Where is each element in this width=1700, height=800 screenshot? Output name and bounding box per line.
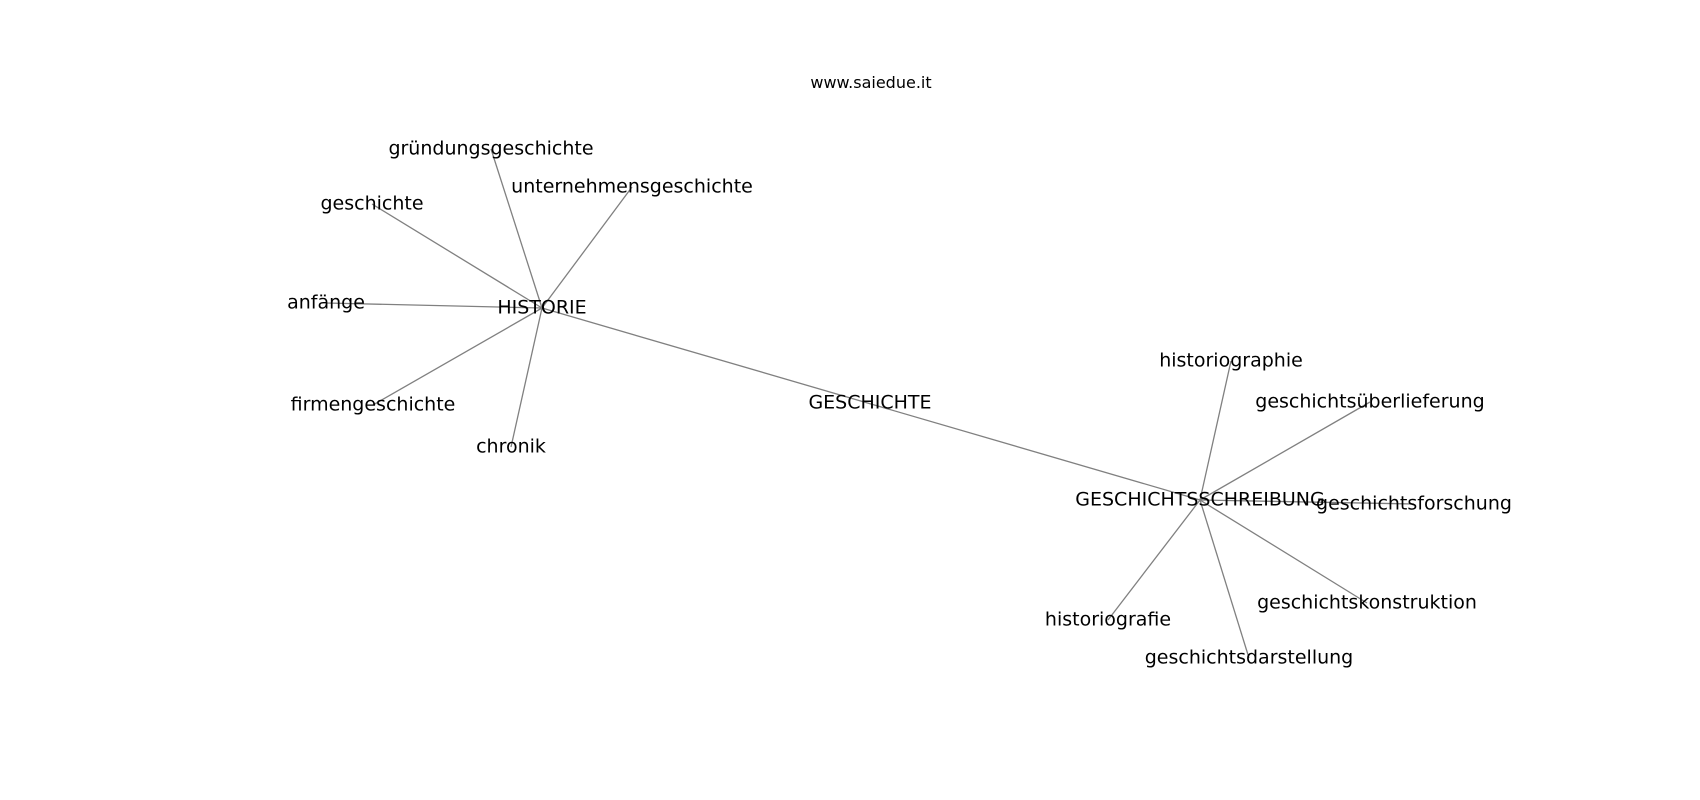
edge-historie-gruendungsgeschichte [490,148,543,309]
node-label-geschichte_center: GESCHICHTE [808,392,931,414]
node-label-unternehmensgeschichte: unternehmensgeschichte [511,176,753,198]
edge-geschichtsschreibung-geschichtskonstruktion [1199,499,1368,604]
node-label-geschichte: geschichte [320,193,423,215]
node-label-gruendungsgeschichte: gründungsgeschichte [388,138,593,160]
edges-layer [325,148,1415,659]
watermark-text: www.saiedue.it [810,73,931,92]
edge-historie-firmengeschichte [372,307,543,406]
edge-geschichtsschreibung-historiografie [1107,499,1201,621]
node-label-chronik: chronik [476,436,546,458]
node-label-historiographie: historiographie [1159,350,1303,372]
edge-geschichtsschreibung-geschichtsdarstellung [1199,499,1250,659]
edge-geschichtsschreibung-geschichtsueberlieferung [1199,401,1371,501]
labels-layer: GESCHICHTE HISTORIE GESCHICHTSSCHREIBUNG gr… [287,138,1512,669]
node-label-firmengeschichte: firmengeschichte [291,394,456,416]
edge-historie-chronik [510,307,543,448]
node-label-geschichtsueberlieferung: geschichtsüberlieferung [1255,391,1484,413]
node-label-historie: HISTORIE [497,297,586,319]
edge-historie-anfaenge [325,302,543,309]
edge-historie-geschichte [371,203,543,309]
node-label-geschichtsschreibung: GESCHICHTSSCHREIBUNG [1075,489,1324,511]
edge-historie-geschichtsschreibung [541,307,1201,501]
node-label-anfaenge: anfänge [287,292,365,314]
edge-historie-unternehmensgeschichte [541,186,633,309]
edge-geschichtsschreibung-historiographie [1199,360,1232,501]
node-label-historiografie: historiografie [1045,609,1171,631]
node-label-geschichtsforschung: geschichtsforschung [1316,493,1512,515]
edge-geschichtsschreibung-geschichtsforschung [1199,499,1415,505]
node-label-geschichtskonstruktion: geschichtskonstruktion [1257,592,1477,614]
node-label-geschichtsdarstellung: geschichtsdarstellung [1145,647,1354,669]
